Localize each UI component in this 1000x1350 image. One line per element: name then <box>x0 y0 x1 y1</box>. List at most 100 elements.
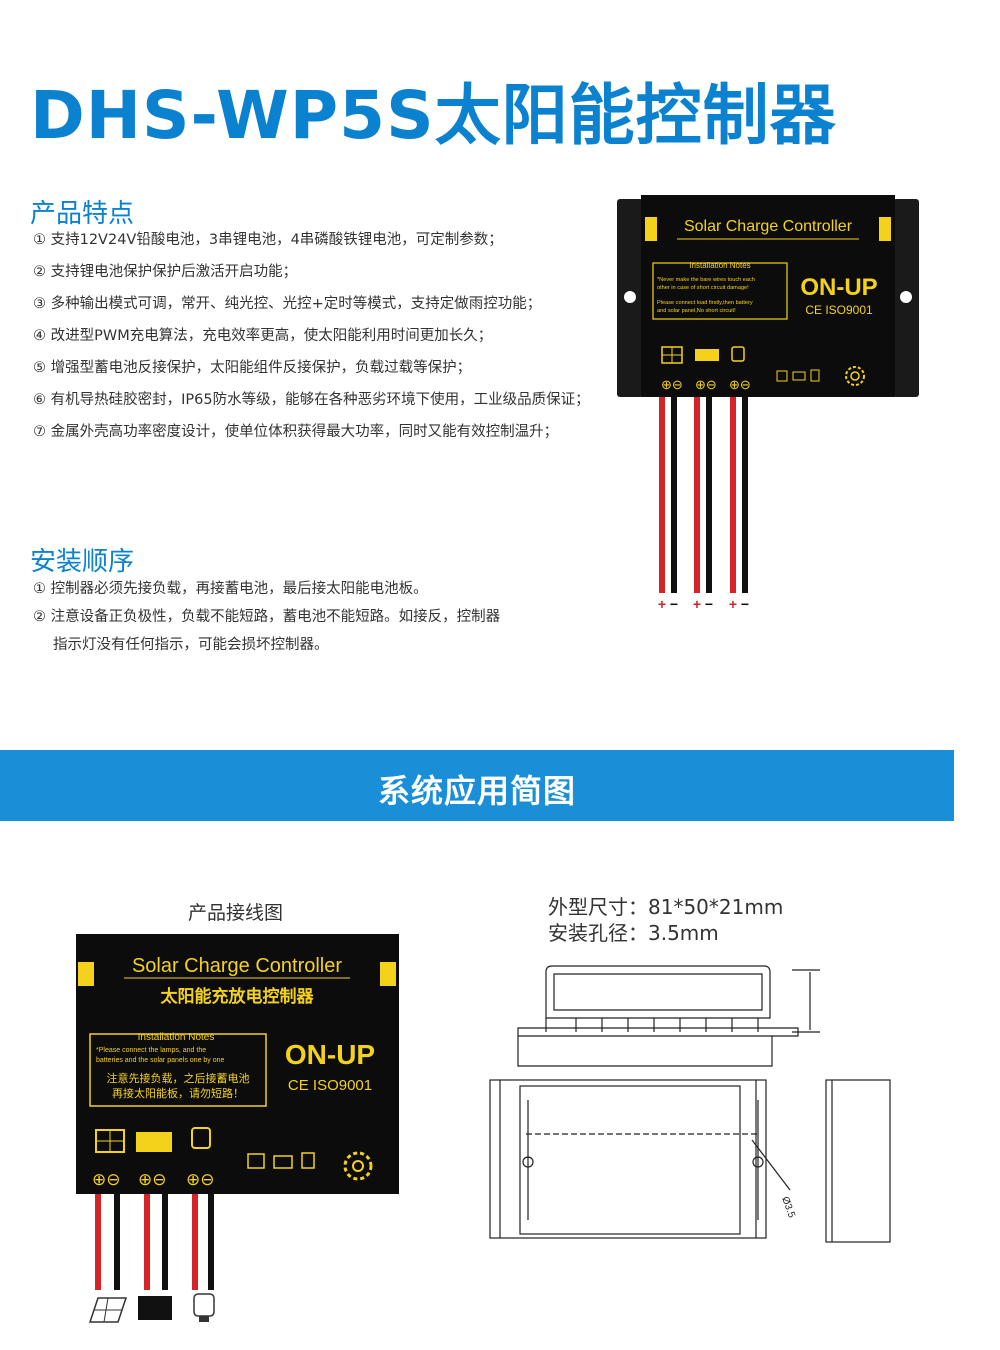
lamp-icon <box>191 1127 211 1149</box>
wire-mark: + <box>658 596 666 612</box>
solar-grid-line <box>103 1297 109 1323</box>
yellow-tab-right <box>380 962 396 986</box>
notes-line: *Never make the bare wires touch each <box>657 277 755 283</box>
base-outline <box>517 1036 773 1067</box>
wiring-diagram-svg: Solar Charge Controller 太阳能充放电控制器 Instal… <box>76 934 399 1323</box>
outer-size: 外型尺寸：81*50*21mm <box>548 895 784 919</box>
wire-mark: + <box>693 596 701 612</box>
feature-item: ⑥ 有机导热硅胶密封，IP65防水等级，能够在各种恶劣环境下使用，工业级品质保证… <box>33 392 590 408</box>
install-step: 指示灯没有任何指示，可能会损坏控制器。 <box>53 637 329 653</box>
lamp-device-icon <box>193 1293 215 1317</box>
page-title: DHS-WP5S太阳能控制器 <box>30 77 837 154</box>
lamp-icon <box>731 346 745 362</box>
status-solar-icon <box>247 1153 265 1169</box>
wire-red <box>144 1194 150 1290</box>
install-step: ① 控制器必须先接负载，再接蓄电池，最后接太阳能电池板。 <box>33 581 428 597</box>
wiring-caption: 产品接线图 <box>188 902 284 924</box>
gear-icon-center <box>352 1160 364 1172</box>
terminal-marks: ⊕⊖ <box>138 1170 167 1189</box>
product-photo: Solar Charge Controller Installation Not… <box>617 195 919 615</box>
controller-label: Solar Charge Controller <box>132 955 342 977</box>
terminal-marks: ⊕⊖ <box>695 377 717 392</box>
notes-line: Please connect load firstly,then battery <box>657 300 753 306</box>
terminal-marks: ⊕⊖ <box>186 1170 215 1189</box>
install-step: ② 注意设备正负极性，负载不能短路，蓄电池不能短路。如接反，控制器 <box>33 609 501 625</box>
base-plate <box>517 1027 799 1037</box>
notes-line: other in case of short circuit damage! <box>657 285 749 291</box>
wire-black <box>706 397 712 593</box>
controller-body <box>641 195 895 397</box>
battery-icon <box>136 1132 172 1152</box>
lamp-base <box>199 1316 209 1322</box>
wire-red <box>192 1194 198 1290</box>
notes-title: Installation Notes <box>138 1032 215 1043</box>
feature-item: ④ 改进型PWM充电算法，充电效率更高，使太阳能利用时间更加长久； <box>33 328 493 344</box>
hole-size: 安装孔径：3.5mm <box>548 921 719 945</box>
gear-icon <box>845 366 865 386</box>
notes-line: *Please connect the lamps, and the <box>96 1047 206 1054</box>
top-view-inner <box>519 1085 741 1235</box>
wire-red <box>659 397 665 593</box>
brand-logo: ON-UP <box>285 1039 375 1070</box>
mount-hole-right <box>900 291 912 303</box>
gear-icon <box>343 1151 373 1181</box>
status-battery-icon <box>792 371 806 381</box>
status-lamp-icon <box>301 1152 315 1169</box>
wire-black <box>208 1194 214 1290</box>
product-label: Solar Charge Controller <box>684 218 853 235</box>
notes-line: batteries and the solar panels one by on… <box>96 1057 225 1064</box>
feature-item: ① 支持12V24V铅酸电池，3串锂电池，4串磷酸铁锂电池，可定制参数； <box>33 232 503 248</box>
notes-cn-line: 再接太阳能板，请勿短路！ <box>112 1086 244 1100</box>
feature-item: ⑤ 增强型蓄电池反接保护，太阳能组件反接保护，负载过载等保护； <box>33 360 472 376</box>
battery-device-icon <box>138 1296 172 1320</box>
hole-label: Ø3.5 <box>779 1195 797 1220</box>
controller-cn-label: 太阳能充放电控制器 <box>161 986 315 1006</box>
features-list: ① 支持12V24V铅酸电池，3串锂电池，4串磷酸铁锂电池，可定制参数； ② 支… <box>33 224 590 448</box>
status-lamp-icon <box>810 369 820 382</box>
mount-hole <box>522 1156 534 1168</box>
terminal-marks: ⊕⊖ <box>661 377 683 392</box>
wire-black <box>742 397 748 593</box>
yellow-tab-left <box>645 217 657 241</box>
dimensions-info: 外型尺寸：81*50*21mm 安装孔径：3.5mm <box>548 894 783 946</box>
wire-mark: − <box>670 596 678 612</box>
wire-black <box>671 397 677 593</box>
brand-logo: ON-UP <box>800 274 877 301</box>
feature-item: ② 支持锂电池保护保护后激活开启功能； <box>33 264 298 280</box>
technical-drawing: Ø3.5 <box>480 960 900 1250</box>
technical-drawing-svg: Ø3.5 <box>489 965 891 1243</box>
wire-red <box>95 1194 101 1290</box>
wire-mark: + <box>729 596 737 612</box>
product-photo-svg: Solar Charge Controller Installation Not… <box>617 195 919 612</box>
status-solar-icon <box>776 370 788 382</box>
notes-box <box>89 1033 267 1107</box>
status-battery-icon <box>273 1155 293 1169</box>
mount-hole-left <box>624 291 636 303</box>
gear-icon-center <box>850 371 860 381</box>
battery-icon <box>695 349 719 361</box>
wire-mark: − <box>705 596 713 612</box>
heat-fins <box>545 1018 759 1032</box>
section-banner <box>0 750 954 821</box>
wire-black <box>114 1194 120 1290</box>
feature-item: ③ 多种输出模式可调，常开、纯光控、光控+定时等模式，支持定做雨控功能； <box>33 296 542 312</box>
controller-face <box>76 934 399 1194</box>
notes-box <box>652 262 788 320</box>
wiring-diagram: Solar Charge Controller 太阳能充放电控制器 Instal… <box>76 934 400 1326</box>
housing-profile-inner <box>553 973 763 1011</box>
cert-mark: CE ISO9001 <box>805 303 873 317</box>
cert-mark: CE ISO9001 <box>288 1077 372 1094</box>
wire-red <box>730 397 736 593</box>
feature-item: ⑦ 金属外壳高功率密度设计，使单位体积获得最大功率，同时又能有效控制温升； <box>33 424 559 440</box>
yellow-tab-right <box>879 217 891 241</box>
install-heading: 安装顺序 <box>30 547 135 577</box>
wire-red <box>694 397 700 593</box>
terminal-marks: ⊕⊖ <box>729 377 751 392</box>
mount-hole <box>752 1156 764 1168</box>
notes-title: Installation Notes <box>689 261 750 270</box>
notes-cn-line: 注意先接负载，之后接蓄电池 <box>107 1071 250 1085</box>
wire-mark: − <box>741 596 749 612</box>
features-heading: 产品特点 <box>30 199 135 229</box>
hole-leader <box>751 1139 791 1191</box>
end-view-outline <box>825 1079 891 1243</box>
